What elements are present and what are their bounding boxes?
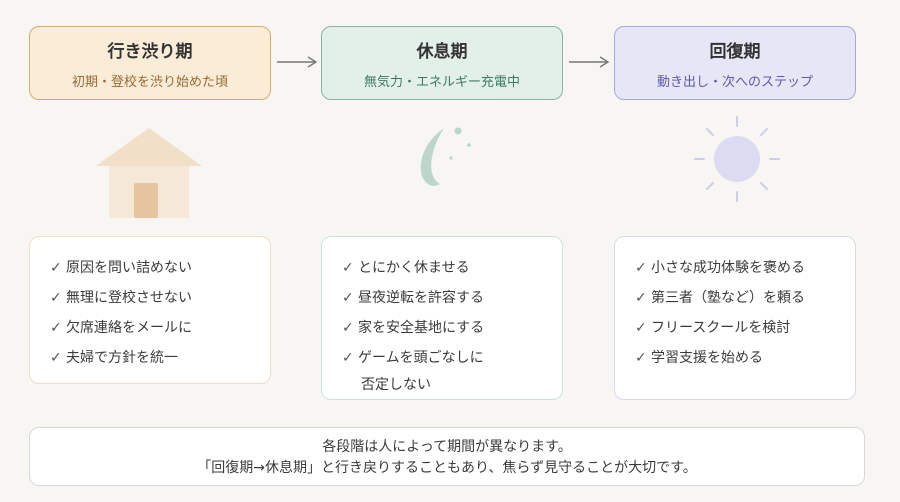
checklist-item: ✓とにかく休ませる (342, 253, 562, 283)
house-icon (96, 128, 202, 218)
check-icon: ✓ (635, 350, 647, 366)
footer-note-line: 「回復期→休息期」と行き戻りすることもあり、焦らず見守ることが大切です。 (197, 460, 697, 476)
stage-subtitle: 無気力・エネルギー充電中 (363, 74, 520, 90)
checklist-shibushiri: ✓原因を問い詰めない ✓無理に登校させない ✓欠席連絡をメールに ✓夫婦で方針を… (29, 236, 271, 384)
stage-box-shibushiri: 行き渋り期 初期・登校を渋り始めた頃 (29, 26, 271, 100)
stage-box-kyusoku: 休息期 無気力・エネルギー充電中 (321, 26, 563, 100)
checklist-item: ✓原因を問い詰めない (50, 253, 270, 283)
footer-note: 各段階は人によって期間が異なります。 「回復期→休息期」と行き戻りすることもあり… (29, 427, 865, 486)
checklist-item: ✓第三者（塾など）を頼る (635, 283, 855, 313)
checklist-item: ✓欠席連絡をメールに (50, 313, 270, 343)
stage-subtitle: 初期・登校を渋り始めた頃 (71, 74, 228, 90)
checklist-item: ✓無理に登校させない (50, 283, 270, 313)
stage-box-kaifuku: 回復期 動き出し・次へのステップ (614, 26, 856, 100)
checklist-kyusoku: ✓とにかく休ませる ✓昼夜逆転を許容する ✓家を安全基地にする ✓ゲームを頭ごな… (321, 236, 563, 400)
stage-title: 回復期 (709, 41, 761, 62)
check-icon: ✓ (50, 260, 62, 276)
check-icon: ✓ (342, 290, 354, 306)
check-icon: ✓ (50, 290, 62, 306)
check-icon: ✓ (50, 320, 62, 336)
checklist-kaifuku: ✓小さな成功体験を褒める ✓第三者（塾など）を頼る ✓フリースクールを検討 ✓学… (614, 236, 856, 400)
check-icon: ✓ (342, 260, 354, 276)
checklist-item: ✓小さな成功体験を褒める (635, 253, 855, 283)
arrow-right-icon (569, 56, 610, 68)
checklist-item-continuation: 否定しない (361, 377, 431, 393)
checklist-item: ✓学習支援を始める (635, 343, 855, 373)
check-icon: ✓ (635, 320, 647, 336)
stage-title: 休息期 (416, 41, 468, 62)
checklist-item: ✓フリースクールを検討 (635, 313, 855, 343)
check-icon: ✓ (635, 260, 647, 276)
checklist-item: ✓ゲームを頭ごなしに否定しない (342, 343, 562, 397)
check-icon: ✓ (635, 290, 647, 306)
stage-title: 行き渋り期 (107, 41, 193, 62)
stage-subtitle: 動き出し・次へのステップ (656, 74, 813, 90)
check-icon: ✓ (50, 350, 62, 366)
arrow-right-icon (277, 56, 318, 68)
sun-icon (694, 116, 780, 202)
footer-note-line: 各段階は人によって期間が異なります。 (322, 439, 572, 455)
check-icon: ✓ (342, 350, 354, 366)
moon-icon (420, 127, 471, 186)
check-icon: ✓ (342, 320, 354, 336)
checklist-item: ✓夫婦で方針を統一 (50, 343, 270, 373)
checklist-item: ✓家を安全基地にする (342, 313, 562, 343)
checklist-item: ✓昼夜逆転を許容する (342, 283, 562, 313)
